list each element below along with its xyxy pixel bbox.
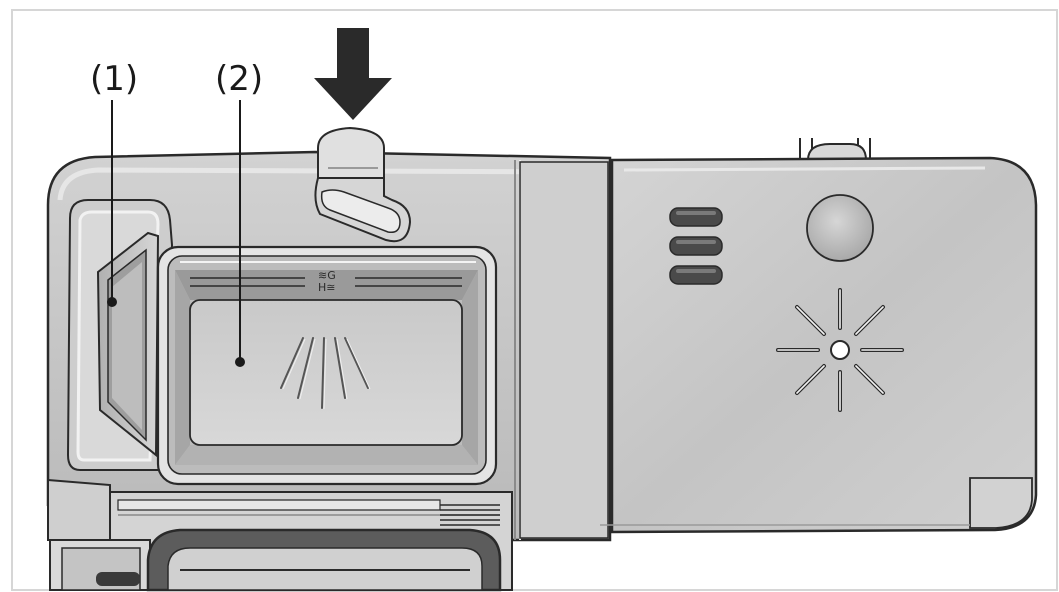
- level-marking-bottom: H≅: [318, 281, 336, 294]
- detergent-compartment: ≋G H≅: [158, 247, 496, 484]
- rinse-aid-indicator-icon: [807, 195, 873, 261]
- sparkle-icon: [778, 290, 902, 410]
- callout-label-1: (1): [90, 62, 138, 96]
- rinse-aid-level-bars-icon: [670, 208, 722, 284]
- callout-label-2: (2): [215, 62, 263, 96]
- lid-level-markings-icon: ≋G H≅: [318, 269, 336, 294]
- rinse-aid-reservoir: [68, 200, 172, 470]
- lower-hinge-assembly: [48, 480, 512, 590]
- dispenser-lid: [600, 138, 1036, 532]
